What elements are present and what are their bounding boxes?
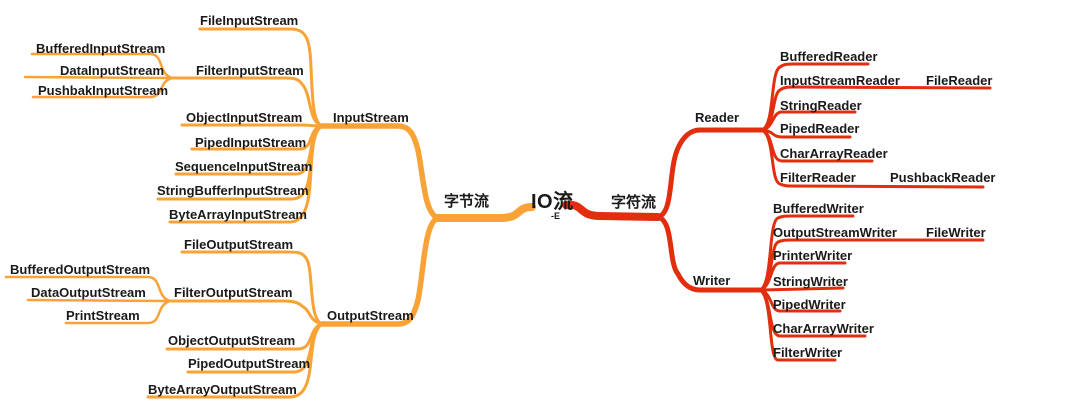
root-marker-icon: -E [551,211,560,221]
edge-filteroutputstream [168,299,324,326]
node-bytearrayoutputstream[interactable]: ByteArrayOutputStream [148,382,297,397]
edge-char-reader [655,127,765,220]
edge-printstream [64,299,172,325]
node-chararrayreader[interactable]: CharArrayReader [780,146,888,161]
edge-filterreader-pushbackreader [760,128,985,189]
edge-root-char [562,200,662,221]
node-printerwriter[interactable]: PrinterWriter [773,248,853,263]
node-filewriter[interactable]: FileWriter [926,225,986,240]
node-filterinputstream[interactable]: FilterInputStream [196,63,304,78]
edge-char-writer [655,214,763,293]
edge-stringreader [760,110,857,132]
node-dataoutputstream[interactable]: DataOutputStream [31,285,146,300]
node-fileinputstream[interactable]: FileInputStream [200,13,299,28]
node-char-stream[interactable]: 字符流 [611,194,657,211]
node-filterreader[interactable]: FilterReader [780,170,856,185]
node-bufferedwriter[interactable]: BufferedWriter [773,201,864,216]
edge-bufferedreader [760,62,870,132]
node-filterwriter[interactable]: FilterWriter [773,345,843,360]
node-outputstreamwriter[interactable]: OutputStreamWriter [773,225,897,240]
node-stringreader[interactable]: StringReader [780,98,862,113]
node-root[interactable]: IO流 [531,191,574,213]
node-pipedwriter[interactable]: PipedWriter [773,297,846,312]
node-bufferedoutputstream[interactable]: BufferedOutputStream [10,262,151,277]
edge-datainputstream [23,75,174,80]
edge-dataoutputstream [26,298,172,303]
node-reader[interactable]: Reader [695,110,740,125]
node-filteroutputstream[interactable]: FilterOutputStream [174,285,293,300]
edge-printerwriter [758,261,847,292]
node-objectoutputstream[interactable]: ObjectOutputStream [168,333,296,348]
node-inputstreamreader[interactable]: InputStreamReader [780,73,900,88]
node-byte-stream[interactable]: 字节流 [444,193,490,210]
node-stringbufferinputstream[interactable]: StringBufferInputStream [157,183,309,198]
node-outputstream[interactable]: OutputStream [327,308,414,323]
node-filereader[interactable]: FileReader [926,73,993,88]
node-printstream[interactable]: PrintStream [66,308,140,323]
node-pushbackreader[interactable]: PushbackReader [890,170,996,185]
edge-bufferedoutputstream [4,275,172,303]
node-pushbakinputstream[interactable]: PushbakInputStream [38,83,169,98]
edge-filterinputstream [170,76,324,128]
edge-bytearrayinputstream [168,124,324,224]
node-pipedreader[interactable]: PipedReader [780,121,860,136]
node-bufferedinputstream[interactable]: BufferedInputStream [36,41,166,56]
edge-bufferedwriter [758,214,855,292]
node-fileoutputstream[interactable]: FileOutputStream [184,237,294,252]
edge-pushbakinputstream [31,76,174,99]
edge-filterwriter [758,288,837,362]
edge-bytearrayoutputstream [146,322,324,399]
node-chararraywriter[interactable]: CharArrayWriter [773,321,874,336]
edge-fileoutputstream [180,250,324,326]
edge-inputstreamreader-filereader [760,85,992,132]
edge-stringwriter [758,286,845,292]
node-stringwriter[interactable]: StringWriter [773,274,848,289]
node-inputstream[interactable]: InputStream [333,110,409,125]
node-objectinputstream[interactable]: ObjectInputStream [186,110,303,125]
node-pipedinputstream[interactable]: PipedInputStream [195,135,307,150]
edge-byte-outputstream [319,215,440,327]
edge-byte-inputstream [319,123,440,221]
node-pipedoutputstream[interactable]: PipedOutputStream [188,356,311,371]
edge-objectinputstream [180,123,324,128]
node-bufferedreader[interactable]: BufferedReader [780,49,878,64]
edge-root-byte [433,203,536,222]
node-datainputstream[interactable]: DataInputStream [60,63,165,78]
node-sequenceinputstream[interactable]: SequenceInputStream [175,159,313,174]
node-writer[interactable]: Writer [693,273,731,288]
edge-fileinputstream [198,27,324,128]
node-bytearrayinputstream[interactable]: ByteArrayInputStream [169,207,307,222]
edge-bufferedinputstream [30,52,174,80]
